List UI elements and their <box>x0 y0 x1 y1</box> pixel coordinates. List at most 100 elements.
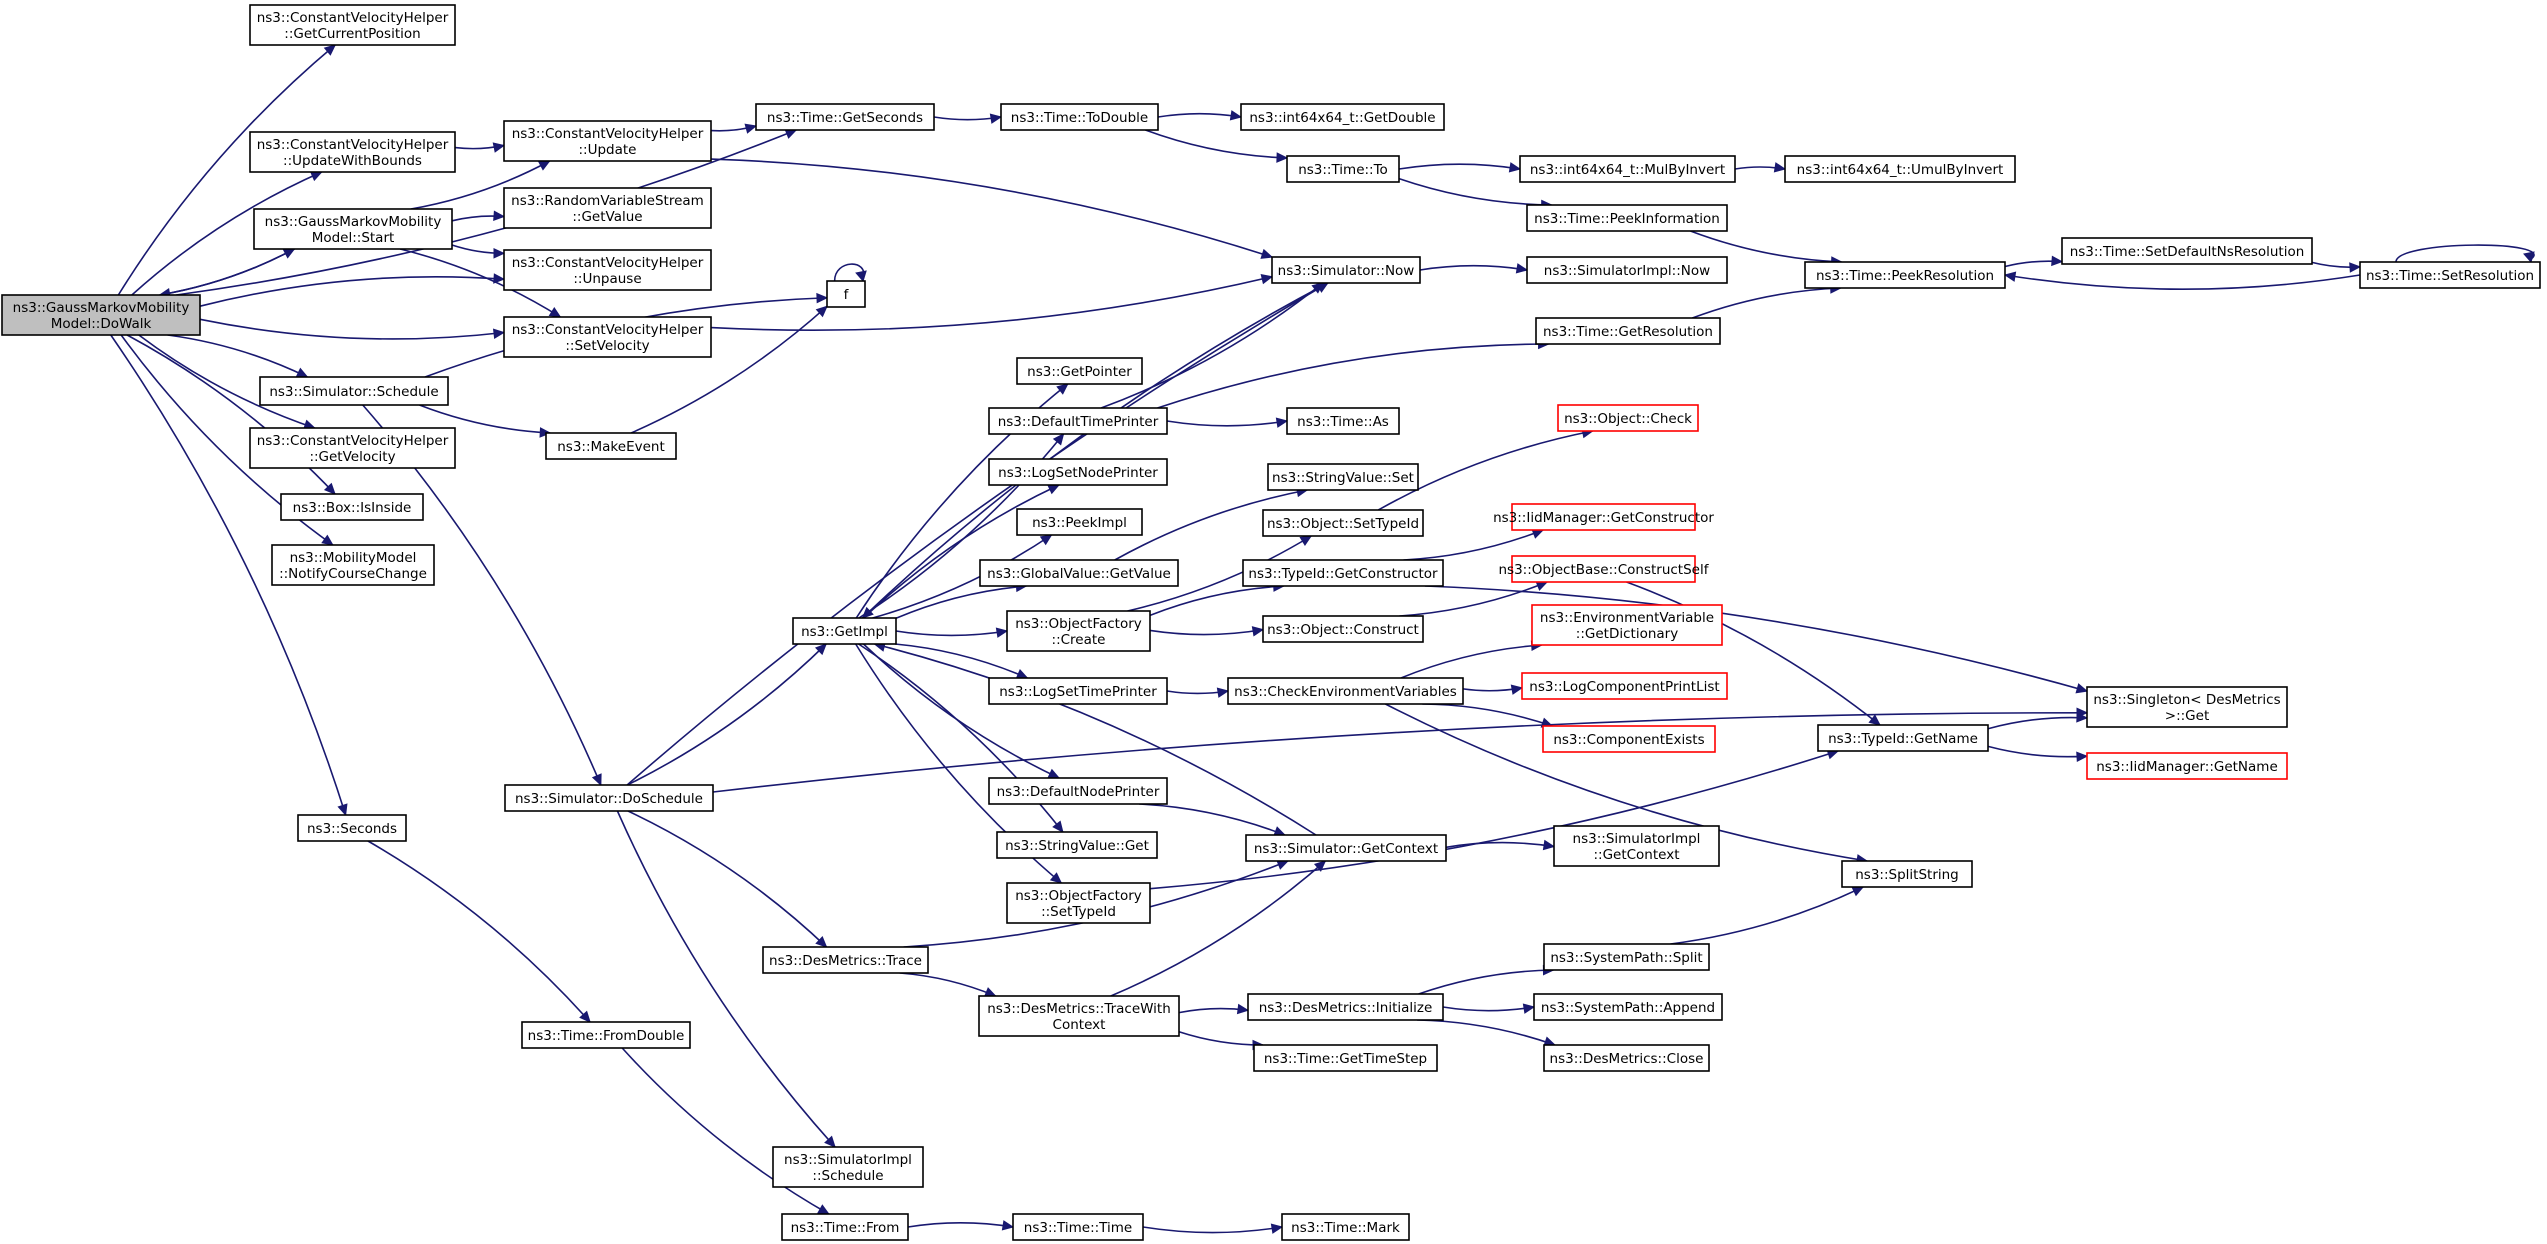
node-dmclose[interactable]: ns3::DesMetrics::Close <box>1543 1044 1710 1072</box>
node-syspathappend[interactable]: ns3::SystemPath::Append <box>1533 993 1723 1021</box>
node-typeidgetname[interactable]: ns3::TypeId::GetName <box>1817 724 1989 752</box>
edge-dowalk-to-cvgetvel <box>138 334 316 430</box>
node-timemark[interactable]: ns3::Time::Mark <box>1281 1213 1410 1241</box>
node-label: ns3::Time::From <box>791 1220 900 1236</box>
node-typeidgetctor[interactable]: ns3::TypeId::GetConstructor <box>1242 559 1444 587</box>
node-box <box>1521 672 1728 700</box>
node-cvunpause[interactable]: ns3::ConstantVelocityHelper::Unpause <box>503 249 712 291</box>
node-peekres[interactable]: ns3::Time::PeekResolution <box>1804 261 2006 289</box>
node-objconstruct[interactable]: ns3::Object::Construct <box>1262 615 1424 643</box>
edge-deftimeprinter-to-timeas <box>1166 417 1289 428</box>
node-timetime[interactable]: ns3::Time::Time <box>1012 1213 1144 1241</box>
node-box <box>1286 155 1400 183</box>
node-getdouble[interactable]: ns3::int64x64_t::GetDouble <box>1240 103 1445 131</box>
node-fromdouble[interactable]: ns3::Time::FromDouble <box>521 1021 691 1049</box>
node-timefrom[interactable]: ns3::Time::From <box>781 1213 909 1241</box>
node-getres[interactable]: ns3::Time::GetResolution <box>1535 317 1721 345</box>
node-getcurpos[interactable]: ns3::ConstantVelocityHelper::GetCurrentP… <box>249 4 456 46</box>
node-simdoschedule[interactable]: ns3::Simulator::DoSchedule <box>504 784 714 812</box>
node-iidgetctor[interactable]: ns3::IidManager::GetConstructor <box>1493 503 1714 531</box>
node-getseconds[interactable]: ns3::Time::GetSeconds <box>755 103 935 131</box>
node-label: ns3::Time::PeekResolution <box>1816 268 1994 284</box>
node-box <box>1242 559 1444 587</box>
node-simnow[interactable]: ns3::Simulator::Now <box>1271 256 1421 284</box>
node-label: ns3::SplitString <box>1855 867 1959 883</box>
node-makeevent[interactable]: ns3::MakeEvent <box>545 432 677 460</box>
node-timeas[interactable]: ns3::Time::As <box>1286 407 1400 435</box>
node-boxinside[interactable]: ns3::Box::IsInside <box>280 493 424 521</box>
node-simimplsched[interactable]: ns3::SimulatorImpl::Schedule <box>772 1146 924 1188</box>
node-logsettime[interactable]: ns3::LogSetTimePrinter <box>988 677 1168 705</box>
node-objsettypeid[interactable]: ns3::Object::SetTypeId <box>1262 509 1424 537</box>
node-box <box>1841 860 1973 888</box>
node-rvgetvalue[interactable]: ns3::RandomVariableStream::GetValue <box>503 187 712 229</box>
node-singletonget[interactable]: ns3::Singleton< DesMetrics >::Get <box>2086 686 2288 728</box>
node-deftimeprinter[interactable]: ns3::DefaultTimePrinter <box>988 407 1168 435</box>
node-dminit[interactable]: ns3::DesMetrics::Initialize <box>1247 993 1444 1021</box>
node-label: ns3::ConstantVelocityHelper <box>257 10 449 26</box>
node-simimplgetctx[interactable]: ns3::SimulatorImpl::GetContext <box>1553 825 1720 867</box>
node-mulbyinv[interactable]: ns3::int64x64_t::MulByInvert <box>1519 155 1736 183</box>
node-setdefres[interactable]: ns3::Time::SetDefaultNsResolution <box>2061 237 2313 265</box>
node-peekimpl[interactable]: ns3::PeekImpl <box>1016 508 1143 536</box>
node-cvsetvel[interactable]: ns3::ConstantVelocityHelper::SetVelocity <box>503 316 712 358</box>
node-notifycourse[interactable]: ns3::MobilityModel::NotifyCourseChange <box>271 544 435 586</box>
node-box <box>2086 752 2288 780</box>
node-ofcreate[interactable]: ns3::ObjectFactory::Create <box>1006 610 1151 652</box>
node-splitstring[interactable]: ns3::SplitString <box>1841 860 1973 888</box>
node-cvgetvel[interactable]: ns3::ConstantVelocityHelper::GetVelocity <box>249 427 456 469</box>
node-label: Model::Start <box>312 230 395 246</box>
node-label: ns3::CheckEnvironmentVariables <box>1234 684 1457 700</box>
node-label: ns3::IidManager::GetConstructor <box>1493 510 1714 526</box>
node-peekinfo[interactable]: ns3::Time::PeekInformation <box>1526 204 1728 232</box>
node-simimplnow[interactable]: ns3::SimulatorImpl::Now <box>1526 256 1728 284</box>
node-umulbyinv[interactable]: ns3::int64x64_t::UmulByInvert <box>1784 155 2016 183</box>
node-defnodeprinter[interactable]: ns3::DefaultNodePrinter <box>988 777 1168 805</box>
node-box <box>253 208 453 250</box>
node-logcompprint[interactable]: ns3::LogComponentPrintList <box>1521 672 1728 700</box>
node-label: ns3::DefaultTimePrinter <box>998 414 1159 430</box>
edge-dmtracectx-to-dminit <box>1178 1003 1250 1015</box>
node-label: ns3::SystemPath::Split <box>1550 950 1702 966</box>
node-gettimestep[interactable]: ns3::Time::GetTimeStep <box>1253 1044 1438 1072</box>
node-strvalget[interactable]: ns3::StringValue::Get <box>996 831 1158 859</box>
node-globalgetvalue[interactable]: ns3::GlobalValue::GetValue <box>979 559 1179 587</box>
node-setres[interactable]: ns3::Time::SetResolution <box>2359 261 2541 289</box>
node-objcheck[interactable]: ns3::Object::Check <box>1557 404 1699 432</box>
node-todouble[interactable]: ns3::Time::ToDouble <box>1000 103 1159 131</box>
node-box <box>826 280 866 308</box>
node-strvalset[interactable]: ns3::StringValue::Set <box>1267 463 1419 491</box>
node-getpointer[interactable]: ns3::GetPointer <box>1016 357 1143 385</box>
edge-setdefres-to-setres <box>2311 261 2362 273</box>
node-constructself[interactable]: ns3::ObjectBase::ConstructSelf <box>1499 555 1710 583</box>
node-label: ::GetDictionary <box>1576 626 1678 642</box>
node-timeto[interactable]: ns3::Time::To <box>1286 155 1400 183</box>
node-iidgetname[interactable]: ns3::IidManager::GetName <box>2086 752 2288 780</box>
node-box <box>1784 155 2016 183</box>
node-checkenv[interactable]: ns3::CheckEnvironmentVariables <box>1227 677 1464 705</box>
node-label: ns3::ObjectFactory <box>1015 888 1142 904</box>
node-updbounds[interactable]: ns3::ConstantVelocityHelper::UpdateWithB… <box>249 131 456 173</box>
node-syspathsplit[interactable]: ns3::SystemPath::Split <box>1543 943 1710 971</box>
node-cvupdate[interactable]: ns3::ConstantVelocityHelper::Update <box>503 120 712 162</box>
node-simschedule[interactable]: ns3::Simulator::Schedule <box>259 376 449 406</box>
node-seconds[interactable]: ns3::Seconds <box>297 814 407 842</box>
node-label: ns3::GetPointer <box>1027 364 1132 380</box>
node-dmtrace[interactable]: ns3::DesMetrics::Trace <box>762 946 929 974</box>
node-envgetdict[interactable]: ns3::EnvironmentVariable::GetDictionary <box>1531 604 1723 646</box>
node-label: ns3::MakeEvent <box>557 439 665 455</box>
node-box <box>503 120 712 162</box>
node-logsetnode[interactable]: ns3::LogSetNodePrinter <box>988 458 1168 486</box>
node-compexists[interactable]: ns3::ComponentExists <box>1542 725 1716 753</box>
node-simgetctx[interactable]: ns3::Simulator::GetContext <box>1245 834 1447 862</box>
node-box <box>1533 993 1723 1021</box>
node-getimpl[interactable]: ns3::GetImpl <box>792 617 897 645</box>
node-ofsettypeid[interactable]: ns3::ObjectFactory::SetTypeId <box>1006 882 1151 924</box>
node-box <box>1 294 201 336</box>
node-f[interactable]: f <box>826 280 866 308</box>
edge-checkenv-to-envgetdict <box>1400 640 1543 679</box>
